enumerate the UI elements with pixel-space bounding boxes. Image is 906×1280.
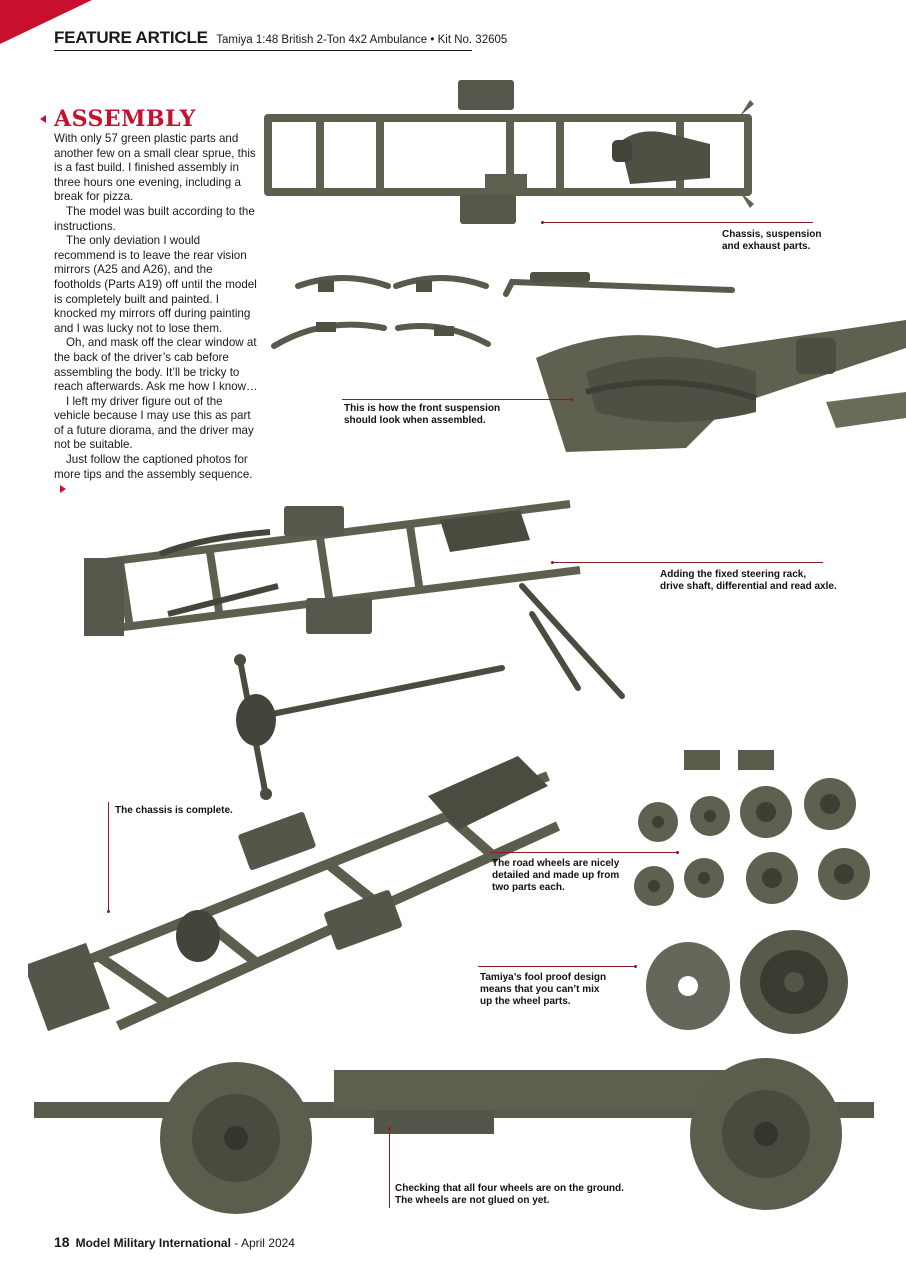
caption-line: The wheels are not glued on yet.: [395, 1195, 550, 1206]
caption-fool-proof: Tamiya’s fool proof design means that yo…: [480, 972, 606, 1008]
caption-steering-rack: Adding the fixed steering rack, drive sh…: [660, 569, 837, 593]
page-footer: 18 Model Military International - April 2…: [54, 1234, 295, 1250]
caption-dot: [676, 851, 679, 854]
issue-date: - April 2024: [230, 1236, 295, 1250]
photo-chassis-steering: [84, 500, 581, 636]
caption-dot: [107, 910, 110, 913]
caption-wheels-ground: Checking that all four wheels are on the…: [395, 1183, 624, 1207]
caption-rule: [389, 1128, 390, 1208]
caption-rule: [553, 562, 823, 563]
section-marker-icon: [40, 115, 46, 123]
photo-wheel-halves: [646, 930, 848, 1034]
photo-complete-chassis: [28, 756, 561, 1032]
caption-line: should look when assembled.: [344, 415, 486, 426]
caption-chassis-complete: The chassis is complete.: [115, 805, 233, 817]
corner-accent: [0, 0, 92, 44]
page-header: FEATURE ARTICLE Tamiya 1:48 British 2-To…: [54, 28, 507, 51]
caption-road-wheels: The road wheels are nicely detailed and …: [492, 858, 619, 894]
magazine-name: Model Military International: [75, 1236, 231, 1250]
paragraph-text: Just follow the captioned photos for mor…: [54, 453, 253, 481]
caption-line: detailed and made up from: [492, 870, 620, 881]
caption-line: The chassis is complete.: [115, 805, 233, 816]
end-marker-icon: [60, 485, 66, 494]
caption-rule: [342, 399, 572, 400]
caption-line: The road wheels are nicely: [492, 858, 620, 869]
photo-springs-exhaust: [271, 272, 735, 349]
section-heading: ASSEMBLY: [40, 106, 260, 132]
caption-line: This is how the front suspension: [344, 403, 501, 414]
caption-front-suspension: This is how the front suspension should …: [344, 403, 500, 427]
photo-road-wheels: [634, 750, 870, 906]
caption-line: Tamiya’s fool proof design: [480, 972, 607, 983]
caption-line: two parts each.: [492, 882, 565, 893]
paragraph: The only deviation I would recommend is …: [54, 234, 257, 335]
caption-line: means that you can’t mix: [480, 984, 600, 995]
caption-line: Chassis, suspension: [722, 229, 822, 240]
paragraph: With only 57 green plastic parts and ano…: [54, 132, 256, 204]
paragraph: The model was built according to the ins…: [54, 204, 255, 233]
caption-chassis-parts: Chassis, suspension and exhaust parts.: [722, 229, 821, 253]
caption-dot: [541, 221, 544, 224]
caption-line: drive shaft, differential and read axle.: [660, 581, 837, 592]
caption-rule: [543, 222, 813, 223]
page-number: 18: [54, 1234, 70, 1250]
paragraph: I left my driver figure out of the vehic…: [54, 394, 254, 452]
article-column: ASSEMBLY With only 57 green plastic part…: [40, 106, 260, 497]
caption-line: Adding the fixed steering rack,: [660, 569, 807, 580]
header-subtitle: Tamiya 1:48 British 2-Ton 4x2 Ambulance …: [216, 34, 508, 46]
caption-rule: [490, 852, 678, 853]
photo-axle-parts: [234, 583, 625, 800]
last-paragraph: Just follow the captioned photos for mor…: [54, 453, 260, 497]
caption-rule: [108, 802, 109, 912]
caption-dot: [634, 965, 637, 968]
header-kicker: FEATURE ARTICLE: [54, 28, 208, 47]
caption-dot: [551, 561, 554, 564]
caption-line: Checking that all four wheels are on the…: [395, 1183, 624, 1194]
caption-rule: [478, 966, 636, 967]
caption-line: up the wheel parts.: [480, 996, 571, 1007]
caption-dot: [570, 398, 573, 401]
photo-front-suspension: [536, 320, 906, 452]
photo-chassis-sprue: [264, 80, 754, 224]
caption-line: and exhaust parts.: [722, 241, 811, 252]
section-title: ASSEMBLY: [54, 106, 196, 132]
photo-side-view-wheels: [34, 1058, 874, 1214]
paragraph: Oh, and mask off the clear window at the…: [54, 336, 258, 394]
caption-dot: [388, 1127, 391, 1130]
